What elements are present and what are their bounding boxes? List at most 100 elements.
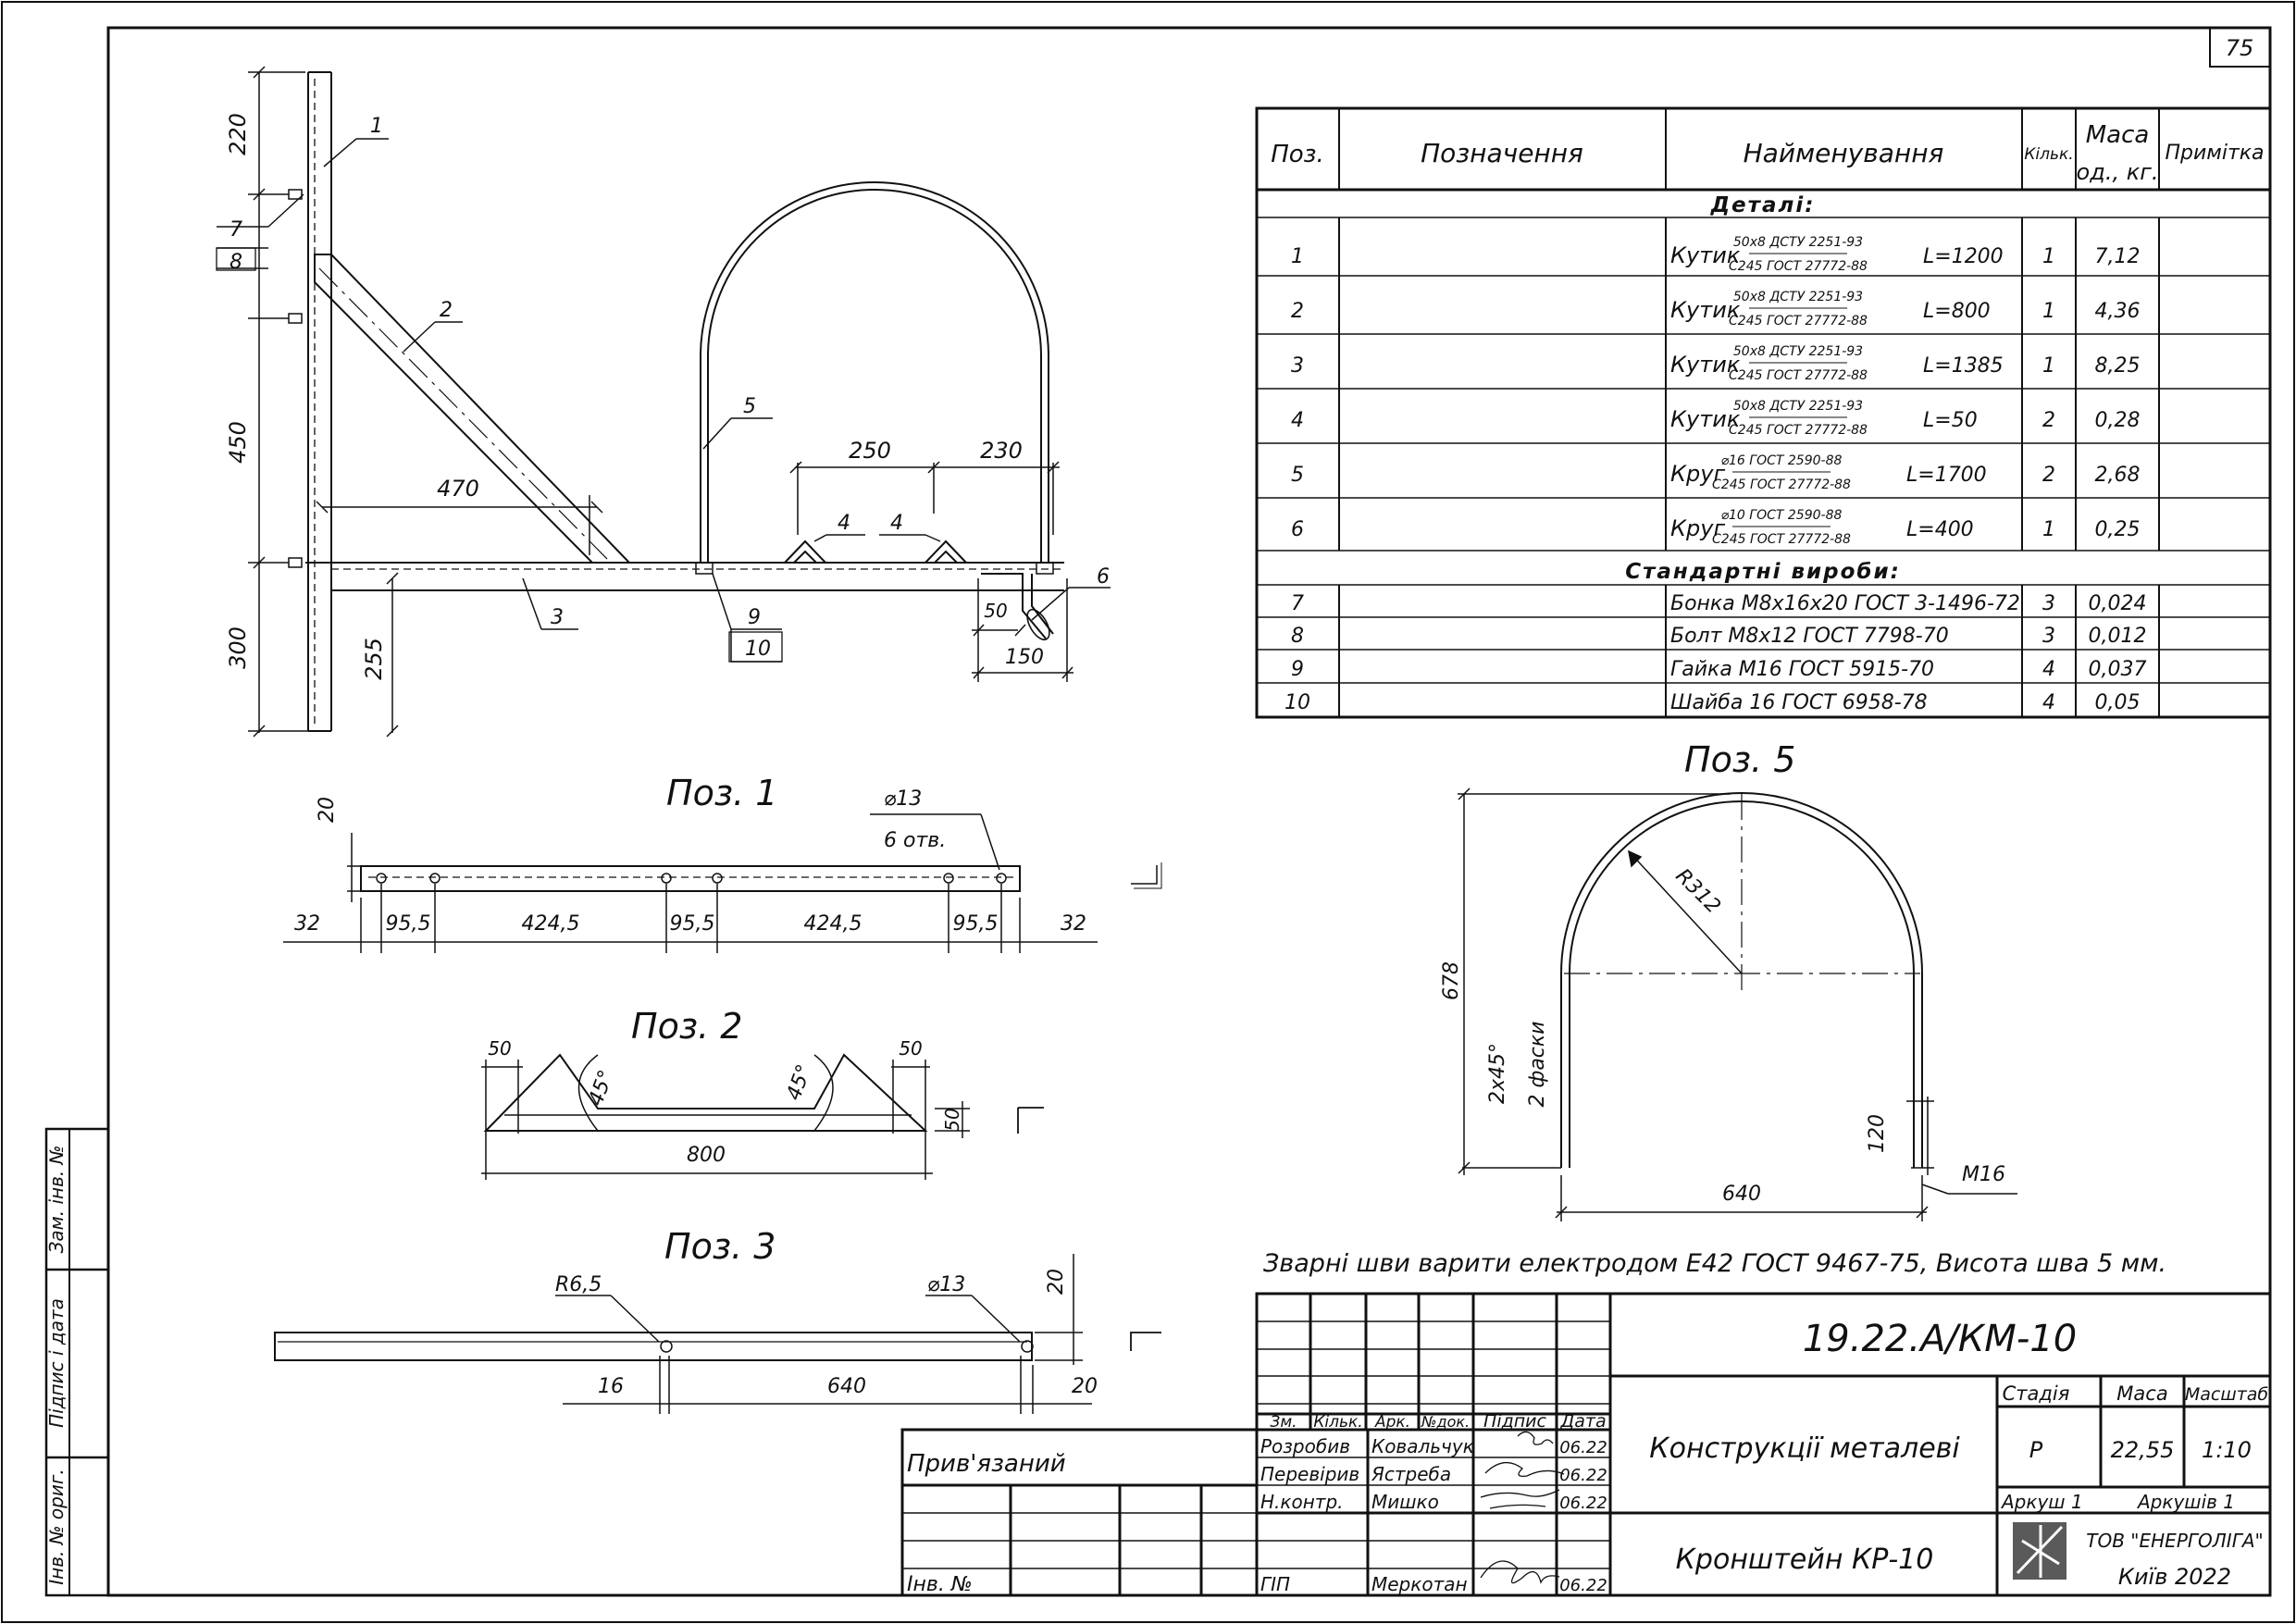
standard-row: 7 Бонка М8х16х20 ГОСТ 3-1496-72 3 0,024 — [1291, 592, 2146, 615]
svg-text:3: 3 — [1291, 354, 1304, 378]
bound-label: Прив'язаний — [907, 1450, 1066, 1478]
label-pos10: 10 — [745, 638, 771, 661]
sheet-label: Аркуш 1 — [2000, 1491, 2083, 1513]
svg-text:06.22: 06.22 — [1559, 1494, 1607, 1513]
poz1-title: Поз. 1 — [666, 773, 777, 813]
header-name: Найменування — [1744, 138, 1944, 168]
poz3-view: Поз. 3 R6,5 ⌀13 20 16 640 20 — [274, 1226, 1161, 1414]
label-pos5: 5 — [743, 395, 756, 418]
svg-text:Н.контр.: Н.контр. — [1260, 1491, 1344, 1513]
inv-no-label: Інв. № — [907, 1573, 973, 1596]
dim-300: 300 — [225, 626, 251, 669]
svg-text:1: 1 — [2042, 518, 2055, 541]
dim-230: 230 — [980, 438, 1023, 464]
bolt-icon — [288, 189, 303, 568]
svg-text:Круг: Круг — [1670, 461, 1725, 487]
drawing-code: 19.22.А/КМ-10 — [1803, 1318, 2077, 1360]
header-pos: Поз. — [1271, 141, 1324, 168]
poz1-dim: 424,5 — [522, 912, 580, 936]
svg-text:L=50: L=50 — [1923, 409, 1978, 432]
svg-text:7,12: 7,12 — [2095, 245, 2141, 268]
stamp-zam-inv: Зам. інв. № — [45, 1146, 68, 1254]
svg-text:Кільк.: Кільк. — [1313, 1413, 1362, 1432]
section-standard: Стандартні вироби: — [1625, 560, 1901, 584]
svg-text:0,024: 0,024 — [2089, 592, 2147, 615]
stamp-signature-date: Підпис і дата — [45, 1298, 68, 1428]
svg-text:0,05: 0,05 — [2095, 691, 2141, 714]
company-city: Київ 2022 — [2118, 1564, 2231, 1590]
poz3-dim-20b: 20 — [1072, 1375, 1098, 1398]
svg-text:L=400: L=400 — [1906, 518, 1974, 541]
svg-text:8: 8 — [1291, 625, 1304, 648]
poz1-dim: 95,5 — [670, 912, 715, 936]
svg-text:0,037: 0,037 — [2089, 658, 2147, 681]
header-qty: Кільк. — [2024, 145, 2073, 164]
poz5-view: Поз. 5 R312 678 2х45° 2 фаски 120 640 М1… — [1440, 739, 2017, 1221]
svg-text:L=1385: L=1385 — [1923, 354, 2004, 378]
svg-text:0,28: 0,28 — [2095, 409, 2141, 432]
header-note: Примітка — [2165, 142, 2264, 165]
poz2-dim-50a: 50 — [488, 1037, 511, 1060]
standard-row: 9 Гайка М16 ГОСТ 5915-70 4 0,037 — [1291, 658, 2146, 681]
svg-text:50х8 ДСТУ 2251-93: 50х8 ДСТУ 2251-93 — [1733, 235, 1863, 250]
header-mass: Маса — [2086, 121, 2150, 149]
svg-text:06.22: 06.22 — [1559, 1576, 1607, 1595]
poz3-radius: R6,5 — [555, 1273, 602, 1296]
svg-text:ГІП: ГІП — [1260, 1573, 1290, 1595]
detail-row: 5 Круг ⌀16 ГОСТ 2590-88 С245 ГОСТ 27772-… — [1291, 453, 2140, 492]
poz3-dim-640: 640 — [827, 1375, 866, 1398]
object-name: Конструкції металеві — [1649, 1432, 1960, 1465]
svg-text:7: 7 — [1291, 592, 1304, 615]
svg-text:9: 9 — [1291, 658, 1304, 681]
svg-text:1: 1 — [2042, 300, 2055, 323]
side-stamp: Зам. інв. № Підпис і дата Інв. № ориг. — [44, 1127, 110, 1597]
poz5-radius: R312 — [1671, 864, 1725, 918]
drawing-name: Кронштейн КР-10 — [1676, 1543, 1934, 1576]
svg-text:6: 6 — [1291, 518, 1304, 541]
svg-text:0,25: 0,25 — [2095, 518, 2141, 541]
signer-row: Перевірив Ястреба 06.22 — [1260, 1463, 1607, 1485]
poz2-dim-50c: 50 — [941, 1108, 963, 1131]
poz5-thread: М16 — [1962, 1163, 2005, 1186]
header-designation: Позначення — [1421, 138, 1583, 168]
detail-row: 1 Кутик 50х8 ДСТУ 2251-93 С245 ГОСТ 2777… — [1291, 235, 2140, 274]
dim-50: 50 — [984, 600, 1007, 622]
svg-text:Маса: Маса — [2116, 1382, 2167, 1405]
dim-250: 250 — [849, 438, 891, 464]
poz1-dim: 32 — [294, 912, 320, 936]
label-pos6: 6 — [1097, 565, 1110, 589]
svg-text:Арк.: Арк. — [1374, 1413, 1410, 1432]
section-details: Деталі: — [1710, 193, 1816, 217]
poz1-dim: 32 — [1061, 912, 1086, 936]
svg-text:С245 ГОСТ 27772-88: С245 ГОСТ 27772-88 — [1712, 477, 1851, 492]
poz2-title: Поз. 2 — [631, 1006, 742, 1047]
svg-text:Меркотан: Меркотан — [1371, 1573, 1468, 1595]
svg-text:4: 4 — [1291, 409, 1304, 432]
label-pos8: 8 — [230, 251, 242, 274]
poz1-dim: 95,5 — [953, 912, 999, 936]
svg-text:Кутик: Кутик — [1670, 297, 1741, 323]
title-block: 19.22.А/КМ-10 Прив'язаний Інв. № Зм. Кіл… — [900, 1292, 2272, 1597]
mass-value: 22,55 — [2111, 1437, 2175, 1463]
poz2-dim-50b: 50 — [899, 1037, 922, 1060]
svg-text:Шайба 16 ГОСТ 6958-78: Шайба 16 ГОСТ 6958-78 — [1670, 691, 1928, 714]
header-mass-unit: од., кг. — [2077, 159, 2159, 185]
poz1-dim: 424,5 — [804, 912, 863, 936]
svg-text:С245 ГОСТ 27772-88: С245 ГОСТ 27772-88 — [1729, 259, 1868, 274]
svg-text:2: 2 — [1291, 300, 1304, 323]
svg-text:1: 1 — [1291, 245, 1304, 268]
svg-text:Дата: Дата — [1559, 1411, 1606, 1432]
svg-text:Болт М8х12 ГОСТ 7798-70: Болт М8х12 ГОСТ 7798-70 — [1670, 625, 1949, 648]
svg-text:Мишко: Мишко — [1371, 1491, 1439, 1513]
svg-text:1: 1 — [2042, 354, 2055, 378]
standard-row: 10 Шайба 16 ГОСТ 6958-78 4 0,05 — [1285, 691, 2140, 714]
svg-text:С245 ГОСТ 27772-88: С245 ГОСТ 27772-88 — [1729, 314, 1868, 329]
company-logo-icon — [2013, 1522, 2066, 1580]
svg-text:4,36: 4,36 — [2095, 300, 2141, 323]
poz3-dim-16: 16 — [598, 1375, 624, 1398]
poz5-dim-640: 640 — [1722, 1183, 1761, 1206]
svg-text:Ястреба: Ястреба — [1371, 1463, 1451, 1485]
poz3-title: Поз. 3 — [664, 1226, 776, 1267]
svg-text:№док.: №док. — [1421, 1413, 1470, 1431]
